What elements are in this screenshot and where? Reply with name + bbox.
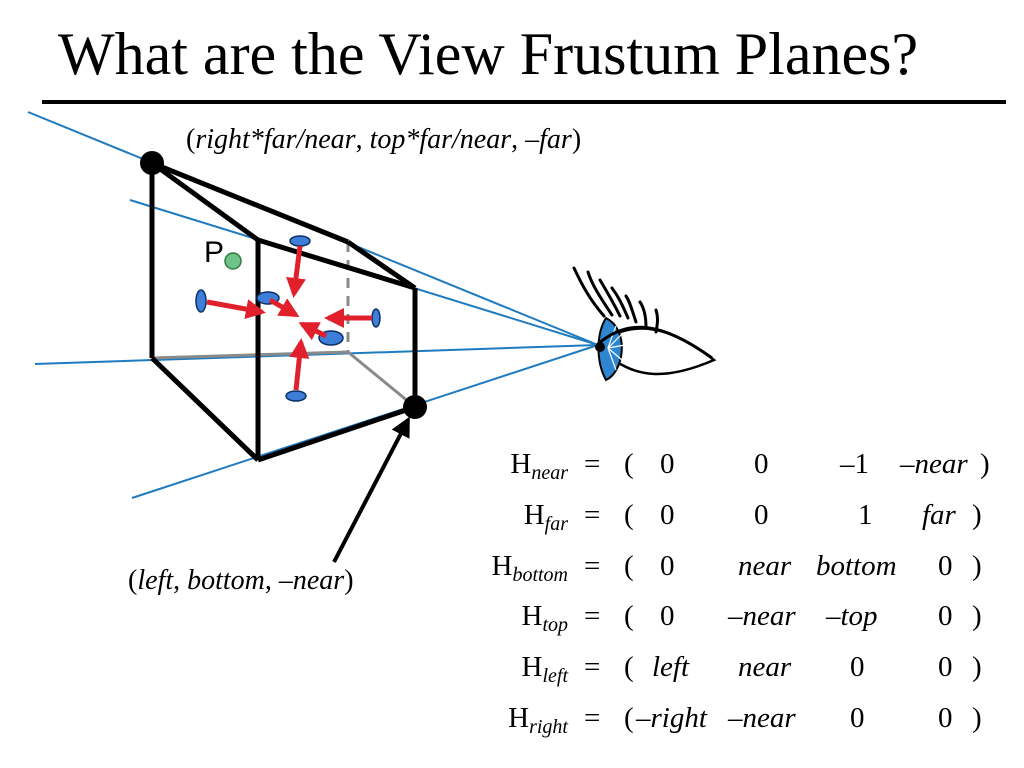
slide-title: What are the View Frustum Planes? (58, 21, 919, 87)
equation-top: Htop = ( 0 –near –top 0 ) (521, 600, 982, 636)
point-p-label: P (204, 236, 225, 269)
equation-far: Hfar = ( 0 0 1 far ) (523, 499, 982, 535)
disc-bottom (285, 390, 307, 402)
equation-bottom: Hbottom = ( 0 near bottom 0 ) (491, 550, 982, 586)
arrow-left (206, 299, 266, 319)
point-p-marker (224, 252, 242, 270)
equation-near: Hnear = ( 0 0 –1 –near ) (510, 448, 990, 484)
plane-discs (195, 235, 381, 402)
arrow-bottom (289, 338, 310, 391)
near-corner-label: (left, bottom, –near) (128, 565, 354, 596)
disc-right (371, 308, 381, 328)
equation-right: Hright = ( –right –near 0 0 ) (508, 702, 982, 738)
normal-arrows (206, 245, 372, 391)
hidden-edges (151, 242, 416, 409)
pointer-arrow (332, 416, 410, 563)
disc-top (289, 235, 311, 247)
frustum-edges (149, 160, 418, 463)
eye-icon (572, 266, 717, 382)
arrow-top (286, 245, 306, 298)
near-corner-point (403, 395, 427, 419)
arrow-near (268, 297, 300, 318)
ray-middle (34, 344, 599, 365)
eyelashes-icon (572, 266, 659, 334)
far-corner-label: (right*far/near, top*far/near, –far) (186, 124, 582, 155)
disc-left (195, 289, 207, 313)
title-underline (42, 100, 1006, 104)
equation-left: Hleft = ( left near 0 0 ) (521, 651, 982, 687)
far-corner-point (140, 151, 164, 175)
arrow-far (298, 321, 328, 341)
